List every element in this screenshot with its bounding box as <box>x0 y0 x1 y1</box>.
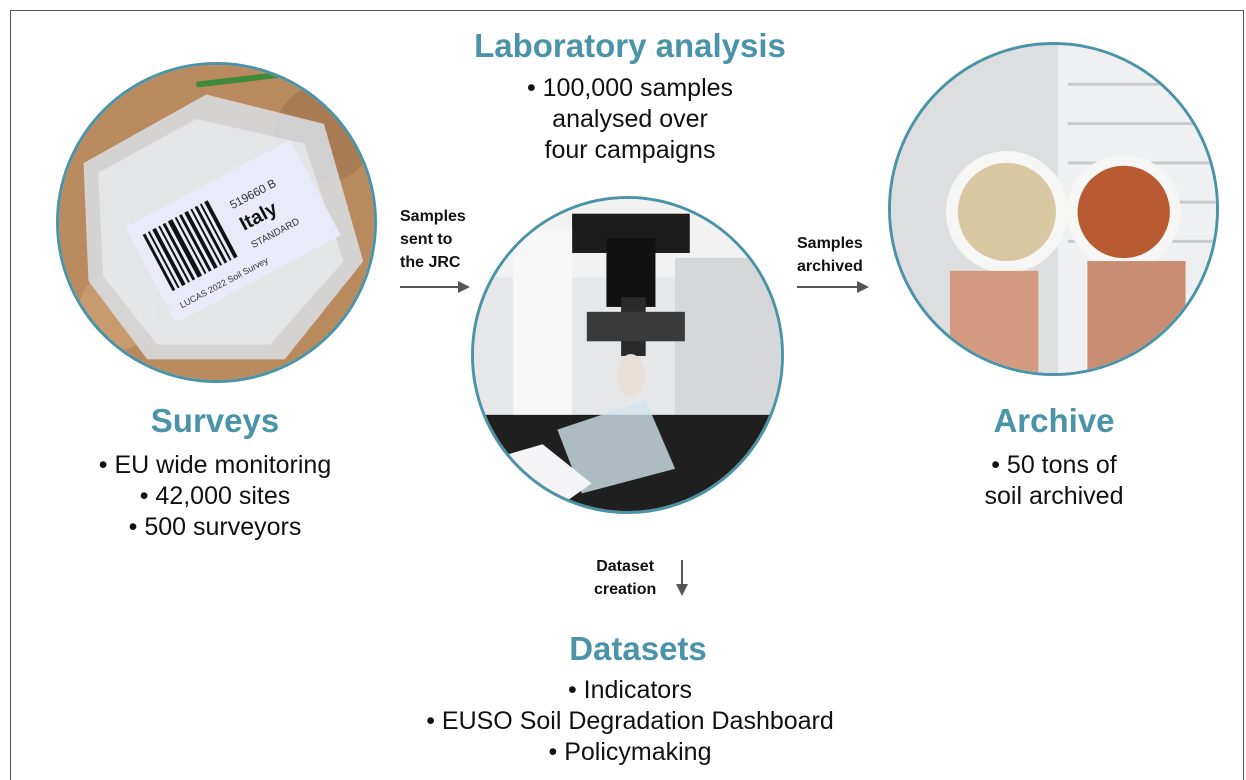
surveys-bullet: • 500 surveyors <box>128 513 302 541</box>
arrow-label-line: the JRC <box>400 254 461 271</box>
surveys-bullet: • EU wide monitoring <box>98 451 332 479</box>
archive-bullet: • 50 tons of <box>991 451 1117 479</box>
arrow-label-line: archived <box>797 258 863 275</box>
archive-photo <box>888 42 1219 376</box>
laboratory-bullet: analysed over <box>552 105 708 133</box>
laboratory-bullet: • 100,000 samples <box>526 74 734 102</box>
archive-bullet: soil archived <box>984 482 1124 510</box>
archive-title: Archive <box>993 402 1115 439</box>
arrow-label-archived: Samples archived <box>797 232 863 278</box>
arrow-down-icon <box>676 560 688 596</box>
arrow-label-line: sent to <box>400 231 453 248</box>
arrow-label-line: creation <box>594 581 657 598</box>
surveys-title: Surveys <box>150 402 280 439</box>
arrow-label-line: Samples <box>797 235 863 252</box>
datasets-bullet: • Policymaking <box>548 738 712 766</box>
laboratory-bullet: four campaigns <box>544 136 716 164</box>
arrow-label-to-jrc: Samples sent to the JRC <box>400 205 466 274</box>
surveys-bullets: • EU wide monitoring • 42,000 sites • 50… <box>60 450 370 543</box>
datasets-bullet: • EUSO Soil Degradation Dashboard <box>426 707 834 735</box>
archive-bullets: • 50 tons of soil archived <box>944 450 1164 512</box>
surveys-bullet: • 42,000 sites <box>139 482 291 510</box>
diagram-frame <box>10 10 1244 780</box>
surveys-photo: 519660 B Italy STANDARD LUCAS 2022 Soil … <box>56 62 377 383</box>
datasets-bullets: • Indicators • EUSO Soil Degradation Das… <box>380 675 880 768</box>
laboratory-title: Laboratory analysis <box>474 27 786 64</box>
arrow-right-icon <box>797 281 869 293</box>
datasets-title: Datasets <box>569 630 707 667</box>
laboratory-bullets: • 100,000 samples analysed over four cam… <box>460 73 800 166</box>
laboratory-photo <box>471 196 784 514</box>
arrow-label-line: Samples <box>400 208 466 225</box>
arrow-label-line: Dataset <box>596 558 655 575</box>
arrow-right-icon <box>400 281 470 293</box>
datasets-bullet: • Indicators <box>567 676 693 704</box>
arrow-label-dataset: Dataset creation <box>594 555 656 601</box>
